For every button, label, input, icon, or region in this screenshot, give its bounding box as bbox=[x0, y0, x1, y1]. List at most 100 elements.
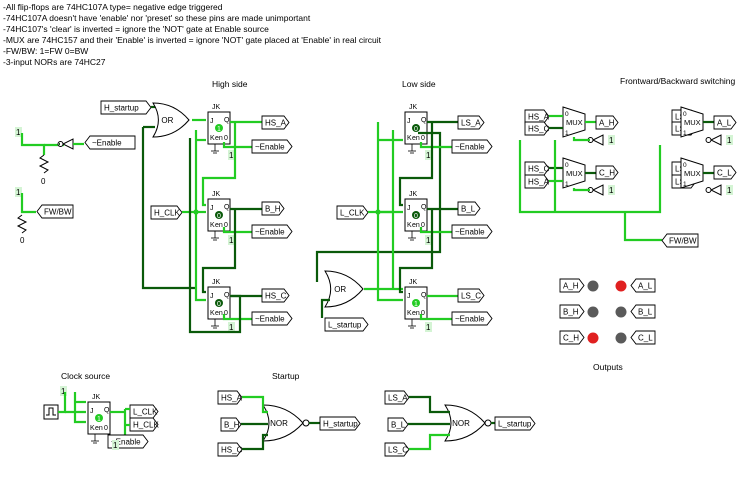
pin-h-startup bbox=[100, 100, 152, 115]
pin-ls-b bbox=[387, 417, 409, 432]
mux-a-l-label: MUX bbox=[684, 118, 701, 127]
ff-en-label: en bbox=[412, 222, 420, 229]
section-clock-source: Clock source bbox=[61, 371, 111, 381]
output-led bbox=[587, 306, 599, 318]
pin-hs-b-label: B_H bbox=[224, 421, 240, 430]
ff-clear-label: 0 bbox=[421, 222, 425, 229]
not-gate-mux bbox=[591, 184, 604, 196]
pin-hs-b-label: B_H bbox=[265, 205, 281, 214]
pin-enable-label: ~Enable bbox=[255, 315, 285, 324]
wire bbox=[201, 122, 237, 207]
const-one-clear-label: 1 bbox=[229, 151, 234, 160]
ff-state-value: 0 bbox=[217, 301, 221, 308]
pin-l-clk bbox=[129, 404, 159, 419]
pin-a-l-label: A_L bbox=[717, 119, 732, 128]
notes-block: -All flip-flops are 74HC107A type= negat… bbox=[3, 2, 381, 68]
ff-q-label: Q bbox=[421, 117, 427, 124]
pin-led-left-label: B_H bbox=[563, 308, 579, 317]
pin-ls-a bbox=[457, 115, 485, 130]
const-one-clear-label: 1 bbox=[426, 151, 431, 160]
note-line: -FW/BW: 1=FW 0=BW bbox=[3, 46, 89, 56]
ff-clear-label: 0 bbox=[421, 135, 425, 142]
ff-state-indicator bbox=[412, 124, 420, 132]
pin-enable bbox=[451, 139, 493, 154]
mux-c-h-label: MUX bbox=[566, 169, 583, 178]
pin-a-l bbox=[713, 115, 737, 130]
pin-l-startup-label: L_startup bbox=[498, 420, 532, 429]
pin-hs-c bbox=[217, 442, 243, 457]
mux-c-l-label: MUX bbox=[684, 169, 701, 178]
const-one-clear bbox=[228, 235, 235, 245]
const-one-enable bbox=[15, 127, 22, 137]
mux-a-l-in1-label: 1 bbox=[683, 130, 687, 137]
const-one-enable-label: 1 bbox=[16, 128, 21, 137]
nor-gate-high bbox=[262, 404, 304, 442]
wire bbox=[141, 127, 195, 290]
pin-a-h-label: A_H bbox=[599, 119, 615, 128]
pulldown-resistor bbox=[16, 214, 28, 234]
section-switching: Frontward/Backward switching bbox=[620, 76, 736, 86]
ff-q-label: Q bbox=[224, 292, 230, 299]
pin-enable bbox=[251, 311, 293, 326]
ff-type-label: JK bbox=[92, 394, 101, 401]
not-gate-mux bbox=[709, 184, 722, 196]
pin-enable bbox=[84, 135, 136, 150]
not-gate-enable-bubble bbox=[57, 141, 64, 147]
pin-h-clk bbox=[129, 417, 159, 432]
const-one-clear bbox=[425, 322, 432, 332]
mux-c-h-in0-label: 0 bbox=[565, 162, 569, 169]
pin-led-left bbox=[559, 278, 585, 293]
pin-enable bbox=[251, 139, 293, 154]
pin-h-startup-label: H_startup bbox=[104, 104, 139, 113]
pin-enable-label: ~Enable bbox=[455, 315, 485, 324]
wire bbox=[20, 193, 36, 214]
pin-led-right-label: A_L bbox=[638, 282, 653, 291]
ff-j-label: J bbox=[407, 118, 411, 125]
pin-led-right bbox=[630, 278, 656, 293]
nor-gate-low-label: NOR bbox=[452, 419, 470, 428]
const-one-clear-label: 1 bbox=[426, 323, 431, 332]
section-low-side: Low side bbox=[402, 79, 436, 89]
ff-state-value: 1 bbox=[97, 416, 101, 423]
wire bbox=[201, 209, 237, 294]
pin-led-right bbox=[630, 330, 656, 345]
wire bbox=[188, 138, 242, 334]
not-gate-enable bbox=[61, 138, 74, 150]
mux-a-h-in1-label: 1 bbox=[565, 130, 569, 137]
wire bbox=[409, 433, 450, 451]
pin-c-h-label: C_H bbox=[599, 169, 615, 178]
not-gate-mux-bubble bbox=[705, 187, 712, 193]
output-led bbox=[587, 332, 599, 344]
ff-q-label: Q bbox=[421, 292, 427, 299]
nor-gate-low-bubble bbox=[484, 419, 492, 427]
pin-enable bbox=[251, 224, 293, 239]
ff-type-label: JK bbox=[212, 104, 221, 111]
pin-h-clk bbox=[150, 205, 183, 220]
ff-en-label: en bbox=[215, 310, 223, 317]
pin-hs-a bbox=[524, 109, 550, 124]
const-one-clear-label: 1 bbox=[229, 236, 234, 245]
ff-type-label: JK bbox=[409, 279, 418, 286]
ff-state-indicator bbox=[215, 299, 223, 307]
pin-l-clk-label: L_CLK bbox=[133, 408, 158, 417]
pin-ls-b-label: B_L bbox=[461, 205, 476, 214]
pin-hs-c bbox=[261, 288, 290, 303]
pin-hs-c bbox=[524, 161, 550, 176]
pin-ls-a-label: LS_A bbox=[388, 394, 408, 403]
ff-k-label: K bbox=[210, 222, 215, 229]
pin-h-clk-label: H_CLK bbox=[154, 209, 180, 218]
pin-hs-a-label: HS_A bbox=[265, 119, 287, 128]
const-one-clear bbox=[425, 235, 432, 245]
pin-hs-c-label: HS_C bbox=[221, 446, 243, 455]
pin-hs-a-label: HS_A bbox=[221, 394, 243, 403]
pin-led-left bbox=[559, 304, 585, 319]
or-gate-low-label: OR bbox=[334, 285, 346, 294]
pin-led-left-label: C_H bbox=[563, 334, 579, 343]
pulldown-resistor bbox=[38, 154, 50, 174]
pin-fwbw bbox=[661, 233, 699, 248]
pin-fwbw-label: FW/BW bbox=[44, 208, 72, 217]
